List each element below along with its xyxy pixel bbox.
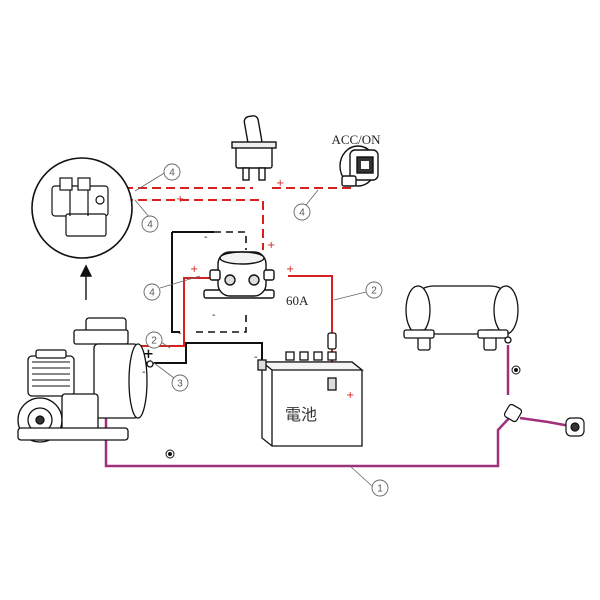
switch-wiring-dashed <box>96 182 351 250</box>
battery-pos-sign: + <box>346 390 354 401</box>
callout-4c: 4 <box>293 203 311 221</box>
switch-pos-sign: + <box>276 178 284 189</box>
compressor-neg-sign: - <box>142 367 146 378</box>
relay-pos-top-sign: + <box>267 240 275 251</box>
link-pos-sign: + <box>176 194 184 205</box>
fuse-rating-label: 60A <box>286 293 309 308</box>
ground-wires <box>130 231 263 364</box>
svg-text:2: 2 <box>151 336 157 347</box>
svg-text:3: 3 <box>177 379 183 390</box>
svg-text:4: 4 <box>169 168 175 179</box>
callout-2a: 2 <box>365 281 383 299</box>
battery-label: 電池 <box>285 405 317 424</box>
callout-1: 1 <box>371 479 389 497</box>
acc-on-switch <box>339 145 379 187</box>
quick-coupler <box>565 417 585 437</box>
inline-fuse <box>327 332 337 350</box>
relay-pos-right-sign: + <box>286 264 294 275</box>
battery-neg-sign: - <box>254 352 258 363</box>
callout-4a: 4 <box>163 163 181 181</box>
callout-4b: 4 <box>141 215 159 233</box>
svg-text:1: 1 <box>377 484 383 495</box>
relay-neg-top-sign: - <box>204 232 208 243</box>
ground-neg-sign: - <box>178 328 182 339</box>
relay-neg-bottom-sign: - <box>212 310 216 321</box>
connector-detail-inset <box>31 157 133 259</box>
hose-symbol-marks <box>165 365 521 459</box>
callout-3: 3 <box>171 374 189 392</box>
detail-arrow <box>79 264 93 300</box>
relay-pos-left-sign: + <box>190 264 198 275</box>
hose-tee-fitting <box>503 403 523 423</box>
air-tank <box>403 285 519 351</box>
svg-text:4: 4 <box>147 220 153 231</box>
acc-on-label: ACC/ON <box>331 132 381 147</box>
svg-text:2: 2 <box>371 286 377 297</box>
battery <box>257 351 364 447</box>
toggle-switch <box>231 115 277 181</box>
control-ground-dashed <box>196 231 247 333</box>
svg-text:4: 4 <box>149 288 155 299</box>
air-compressor <box>17 317 154 443</box>
solenoid-relay <box>203 251 275 299</box>
callout-4d: 4 <box>143 283 161 301</box>
svg-text:4: 4 <box>299 208 305 219</box>
callout-2b: 2 <box>145 331 163 349</box>
compressor-pos-sign: + <box>143 347 154 362</box>
